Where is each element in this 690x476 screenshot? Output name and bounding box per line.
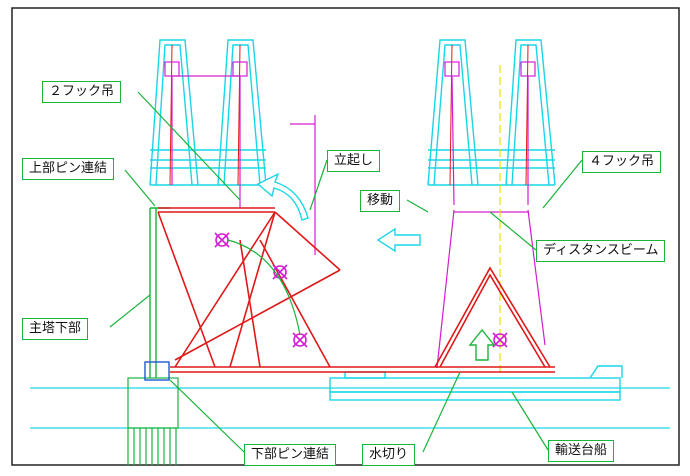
main-tower-lower [149,207,170,378]
cutwater-arrow-icon [468,328,496,361]
truss-structure [157,207,555,373]
label-lower-pin: 下部ピン連結 [244,444,337,466]
label-move: 移動 [360,190,401,212]
label-raise: 立起し [327,150,381,172]
base-block [144,361,170,381]
label-distance-beam: ディスタンスビーム [536,240,666,262]
label-upper-pin: 上部ピン連結 [22,158,115,180]
label-cutwater: 水切り [362,444,416,466]
label-four-hook: ４フック吊 [582,151,662,173]
crane-right [427,39,556,186]
pin-marks [214,232,508,348]
swing-arc [227,239,301,336]
foundation-piles [127,377,179,465]
drawing-frame [11,7,680,466]
waterline [30,387,670,429]
transport-barge [329,365,623,401]
hoist-heads [164,61,536,77]
label-main-tower-lower: 主塔下部 [22,318,89,340]
move-arrow-icon [376,227,421,253]
hoist-ropes [171,75,546,369]
label-two-hook: ２フック吊 [42,81,122,103]
crane-inner-red [169,44,529,186]
leader-lines [109,91,583,453]
label-transport-barge: 輸送台船 [548,440,615,462]
raise-arrow-icon [256,172,309,221]
